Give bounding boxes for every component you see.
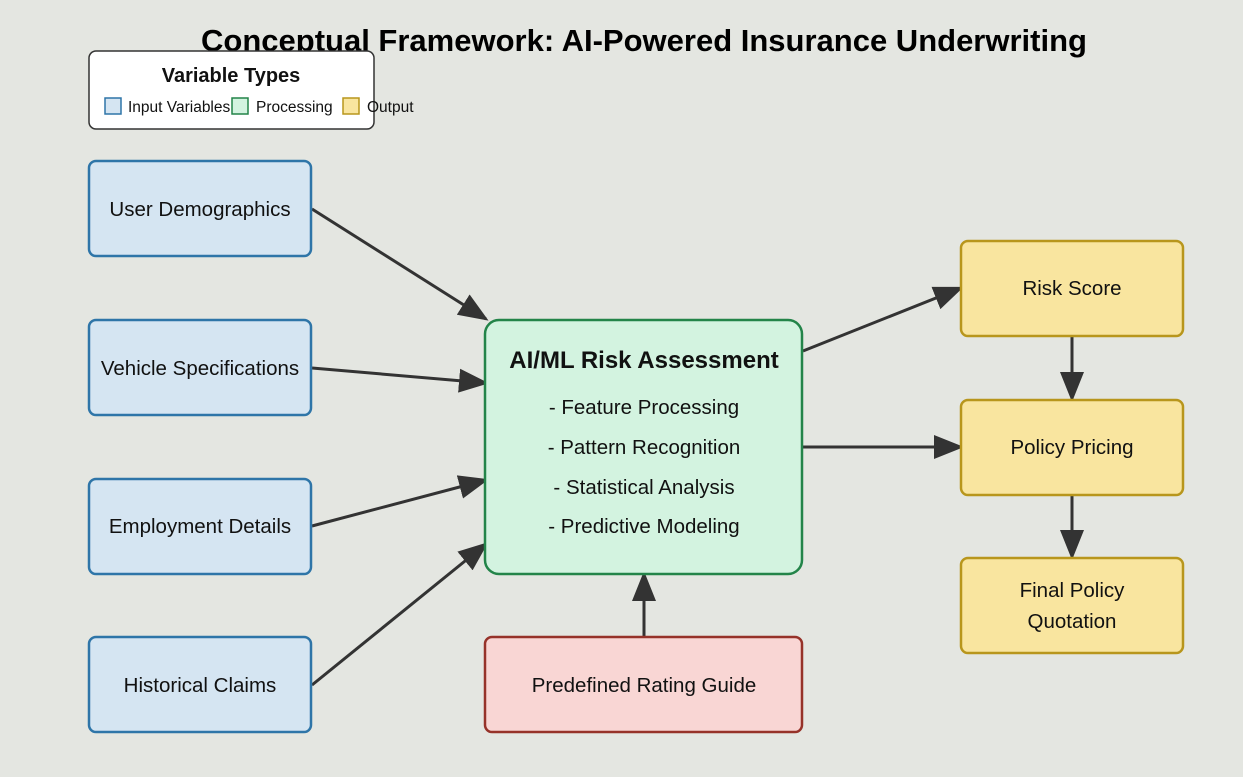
processing-step: - Feature Processing <box>549 396 739 419</box>
legend-title: Variable Types <box>162 65 301 87</box>
arrow-vehicle-to-ai <box>311 366 489 393</box>
input-node-vehicle-specifications: Vehicle Specifications <box>87 318 313 417</box>
output-node-final-policy-quotation: Final Policy Quotation <box>959 556 1185 655</box>
guide-label: Predefined Rating Guide <box>532 674 757 697</box>
legend-label-output: Output <box>367 99 414 116</box>
processing-step: - Statistical Analysis <box>553 476 734 499</box>
input-box <box>87 477 313 576</box>
output-label: Risk Score <box>1022 277 1121 300</box>
arrow-claims-to-ai <box>311 542 489 687</box>
input-node-employment-details: Employment Details <box>87 477 313 576</box>
input-node-historical-claims: Historical Claims <box>87 635 313 734</box>
legend-swatch-input <box>104 97 122 115</box>
arrow-employment-to-ai <box>311 475 489 528</box>
input-label: Employment Details <box>109 515 291 538</box>
output-box <box>959 398 1185 497</box>
legend-label-input: Input Variables <box>128 99 230 116</box>
processing-title: AI/ML Risk Assessment <box>509 347 778 374</box>
legend-box <box>88 50 375 130</box>
processing-step: - Pattern Recognition <box>548 436 741 459</box>
processing-step: - Predictive Modeling <box>548 515 739 538</box>
output-node-policy-pricing: Policy Pricing <box>959 398 1185 497</box>
guide-box <box>483 635 804 734</box>
guide-node-predefined-rating-guide: Predefined Rating Guide <box>483 635 804 734</box>
output-label-line-1: Final Policy <box>1020 579 1126 602</box>
input-label: Historical Claims <box>124 674 277 697</box>
legend-swatch-output <box>342 97 360 115</box>
input-label: User Demographics <box>109 198 290 221</box>
arrow-ai-to-risk-score <box>802 286 964 353</box>
output-box <box>959 239 1185 338</box>
input-box <box>87 159 313 258</box>
output-label-line-2: Quotation <box>1028 610 1117 633</box>
input-node-user-demographics: User Demographics <box>87 159 313 258</box>
legend-swatch-processing <box>231 97 249 115</box>
legend-label-processing: Processing <box>256 99 333 116</box>
output-node-risk-score: Risk Score <box>959 239 1185 338</box>
output-label: Policy Pricing <box>1010 436 1133 459</box>
output-box <box>959 556 1185 655</box>
arrow-demographics-to-ai <box>311 207 489 321</box>
connectors <box>311 207 1084 687</box>
input-box <box>87 318 313 417</box>
processing-box <box>483 318 804 576</box>
input-label: Vehicle Specifications <box>101 357 299 380</box>
legend: Variable Types Input Variables Processin… <box>88 50 414 130</box>
input-box <box>87 635 313 734</box>
processing-node-ai-risk-assessment: AI/ML Risk Assessment - Feature Processi… <box>483 318 804 576</box>
